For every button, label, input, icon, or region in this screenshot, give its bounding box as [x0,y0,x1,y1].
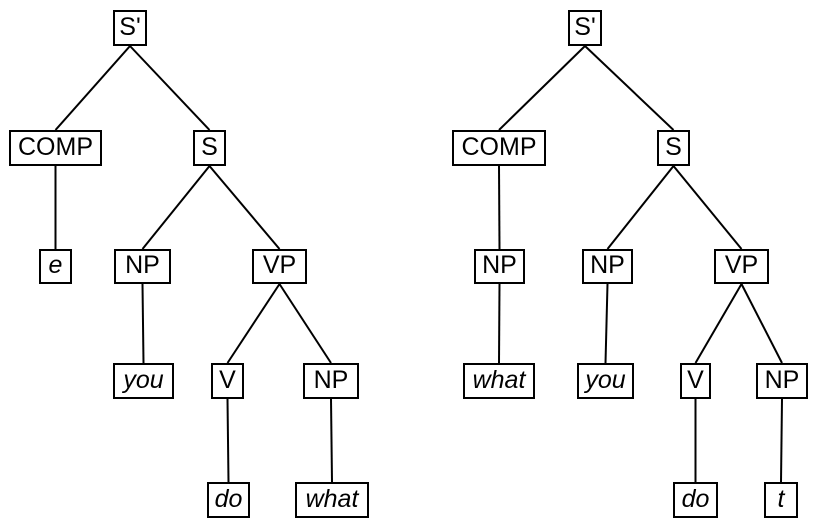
tree-node-label: do [214,484,243,513]
tree-node-label: COMP [18,132,93,161]
tree-node-label: S [665,132,682,161]
tree-node-surface-structure-do: do [673,482,718,518]
tree-edge-v-to-do [226,398,230,483]
tree-node-label: NP [125,251,160,279]
tree-node-deep-structure-you: you [113,363,174,399]
tree-node-deep-structure-what: what [295,482,369,518]
tree-node-surface-structure-np2: NP [756,363,808,399]
tree-edge-sbar-to-comp [498,45,586,131]
tree-edge-sbar-to-comp [54,45,131,131]
tree-edge-np0-to-what [498,283,501,364]
tree-node-surface-structure-comp: COMP [452,130,546,166]
tree-node-label: you [585,365,626,394]
tree-node-label: NP [764,365,800,394]
tree-edge-np1-to-you [141,283,145,364]
tree-node-label: V [219,365,236,394]
tree-node-label: NP [590,251,625,279]
tree-node-surface-structure-t: t [764,482,798,518]
tree-edge-vp-to-np2 [278,283,332,364]
tree-node-label: NP [313,365,349,394]
tree-node-label: do [681,484,710,513]
tree-edge-vp-to-np2 [740,283,783,364]
tree-node-deep-structure-s: S [193,130,226,166]
tree-node-deep-structure-v: V [211,363,244,399]
tree-node-deep-structure-np1: NP [114,249,171,284]
tree-node-label: VP [262,251,297,279]
tree-edge-sbar-to-s [129,45,211,131]
tree-node-deep-structure-comp: COMP [9,130,102,166]
tree-node-label: S' [119,12,141,41]
tree-edge-sbar-to-s [584,45,675,131]
tree-edge-vp-to-v [694,283,743,364]
tree-node-surface-structure-np0: NP [474,249,525,284]
tree-node-surface-structure-what: what [463,363,535,399]
tree-node-deep-structure-e: e [39,249,72,284]
tree-node-surface-structure-you: you [577,363,634,399]
tree-node-deep-structure-sbar: S' [113,10,147,46]
tree-node-label: V [687,365,704,394]
tree-edge-vp-to-v [226,283,281,364]
tree-node-surface-structure-s: S [657,130,690,166]
tree-node-deep-structure-np2: NP [303,363,359,399]
tree-node-surface-structure-np1: NP [582,249,633,284]
tree-edge-np2-to-what [330,398,333,483]
tree-node-label: NP [482,251,517,279]
tree-node-surface-structure-v: V [680,363,711,399]
tree-node-surface-structure-sbar: S' [568,10,602,46]
tree-node-label: e [48,251,63,279]
tree-node-label: you [123,365,164,394]
tree-edge-np2-to-t [780,398,783,483]
tree-node-label: VP [724,251,759,279]
tree-edge-np1-to-you [604,283,609,364]
tree-edge-s-to-np1 [141,165,211,250]
tree-node-deep-structure-vp: VP [252,249,307,284]
tree-edge-comp-to-np0 [498,165,501,250]
tree-node-surface-structure-vp: VP [714,249,769,284]
tree-node-deep-structure-do: do [207,482,250,518]
tree-edge-s-to-vp [672,165,743,250]
tree-edge-s-to-vp [208,165,281,250]
tree-node-label: t [777,484,785,513]
tree-node-label: S [201,132,218,161]
tree-node-label: what [305,484,359,513]
tree-node-label: COMP [461,132,537,161]
tree-edge-s-to-np1 [606,165,675,250]
tree-node-label: S' [574,12,596,41]
tree-node-label: what [472,365,526,394]
